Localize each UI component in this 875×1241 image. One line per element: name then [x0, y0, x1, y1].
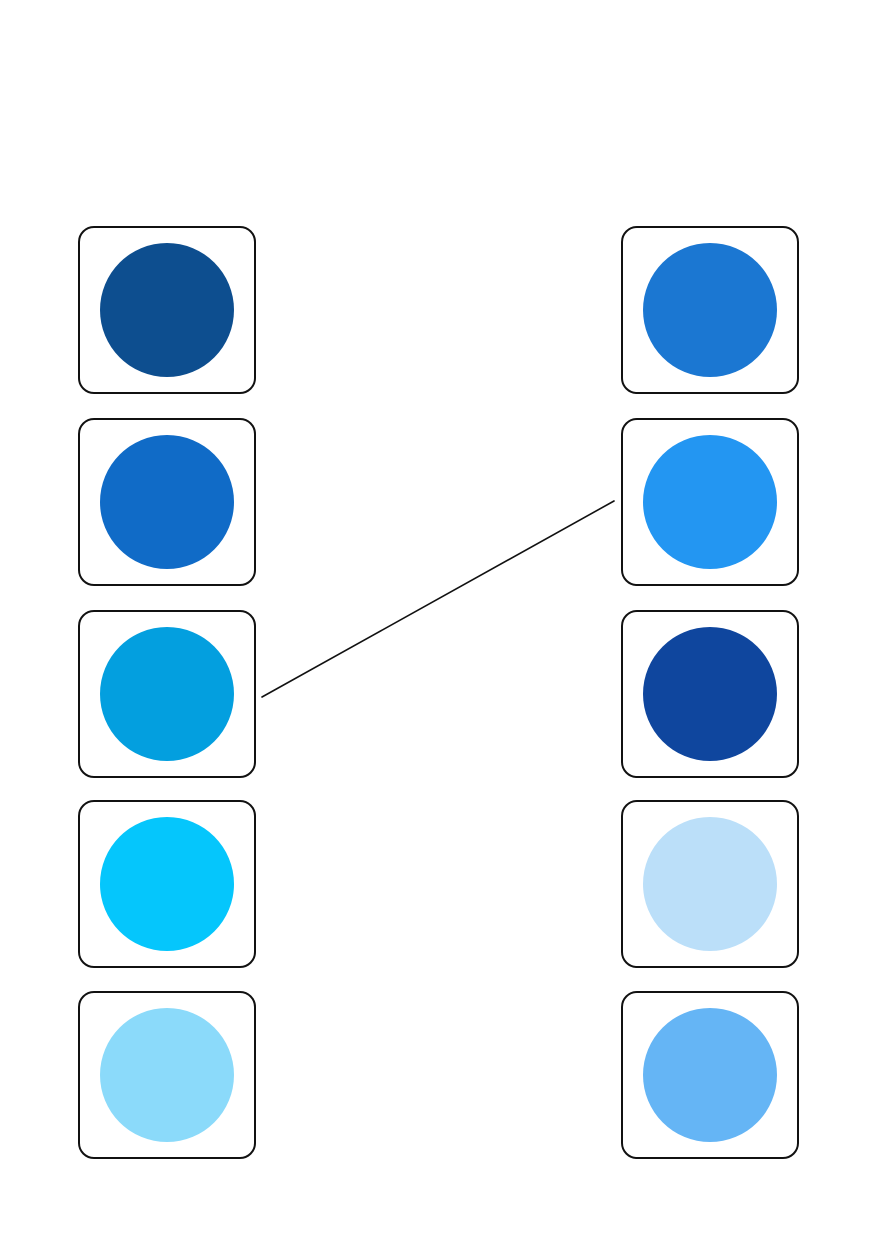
left-card-1[interactable]: [78, 226, 256, 394]
circle-icon: [643, 243, 777, 377]
right-card-3[interactable]: [621, 610, 799, 778]
circle-icon: [643, 627, 777, 761]
right-card-5[interactable]: [621, 991, 799, 1159]
circle-icon: [100, 627, 234, 761]
circle-icon: [100, 243, 234, 377]
left-card-4[interactable]: [78, 800, 256, 968]
left-card-2[interactable]: [78, 418, 256, 586]
connection-line: [261, 500, 615, 698]
right-card-1[interactable]: [621, 226, 799, 394]
right-card-4[interactable]: [621, 800, 799, 968]
circle-icon: [643, 1008, 777, 1142]
circle-icon: [100, 435, 234, 569]
circle-icon: [643, 435, 777, 569]
left-card-3[interactable]: [78, 610, 256, 778]
right-card-2[interactable]: [621, 418, 799, 586]
circle-icon: [100, 817, 234, 951]
left-card-5[interactable]: [78, 991, 256, 1159]
circle-icon: [643, 817, 777, 951]
circle-icon: [100, 1008, 234, 1142]
